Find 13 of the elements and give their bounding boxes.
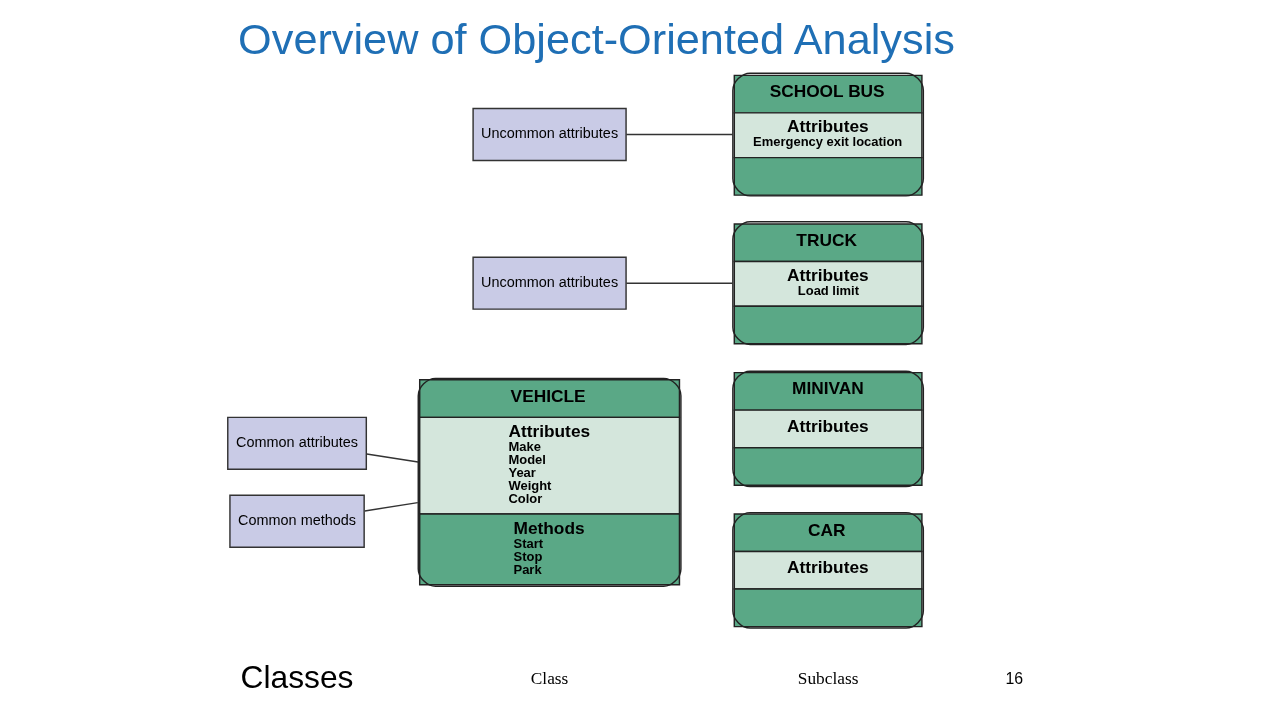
- connector: [363, 501, 419, 512]
- node-box: Uncommon attributes: [471, 256, 627, 310]
- node-box: Common methods: [228, 494, 365, 548]
- node-box: Common attributes: [226, 416, 367, 471]
- label: Subclass: [797, 669, 858, 689]
- node-box: Uncommon attributes: [471, 107, 627, 162]
- connector: [625, 133, 733, 136]
- label: 16: [1004, 670, 1023, 688]
- diagram-title: Overview of Object-Oriented Analysis: [237, 15, 955, 64]
- label: Class: [530, 669, 568, 689]
- connector: [625, 282, 733, 284]
- connector: [365, 453, 419, 463]
- label: Classes: [240, 659, 353, 696]
